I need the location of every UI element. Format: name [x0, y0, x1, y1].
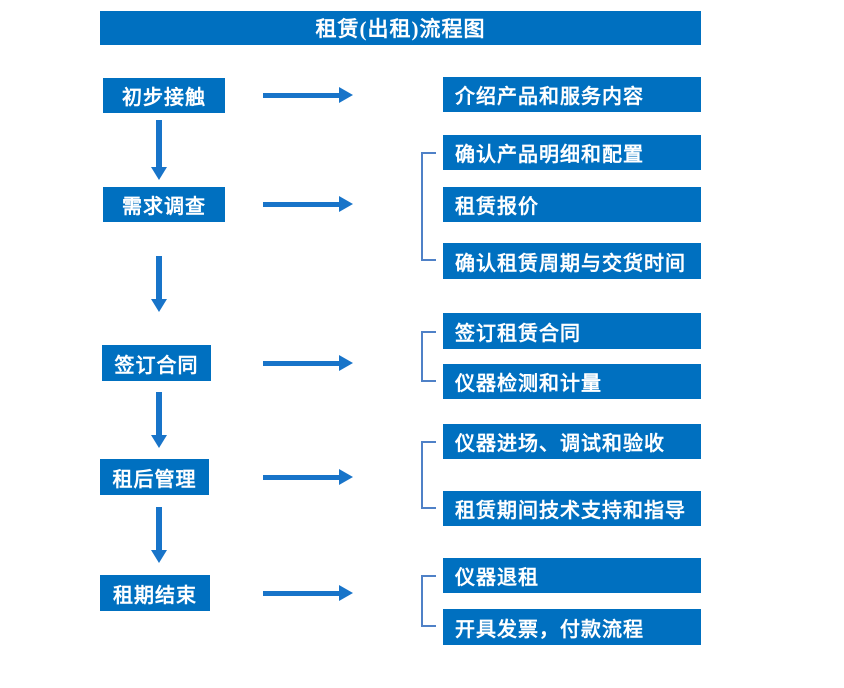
detail-box-rental-quote: 租赁报价: [443, 187, 701, 222]
right-arrow-shaft: [263, 93, 340, 98]
down-arrow-shaft: [156, 256, 162, 299]
down-arrow-3: [151, 392, 167, 448]
bracket-sign-contract-group: [421, 331, 436, 382]
right-arrow-head: [339, 196, 353, 212]
right-arrow-shaft: [263, 475, 340, 480]
down-arrow-shaft: [156, 507, 162, 550]
detail-box-tech-support: 租赁期间技术支持和指导: [443, 491, 701, 526]
right-arrow-head: [339, 469, 353, 485]
detail-box-instrument-return: 仪器退租: [443, 558, 701, 593]
detail-box-confirm-product-details: 确认产品明细和配置: [443, 135, 701, 170]
bracket-demand-survey-group: [421, 152, 436, 261]
bracket-post-rental-group: [421, 441, 436, 509]
down-arrow-shaft: [156, 392, 162, 435]
down-arrow-4: [151, 507, 167, 563]
right-arrow-shaft: [263, 361, 340, 366]
down-arrow-head: [151, 299, 167, 312]
down-arrow-shaft: [156, 120, 162, 167]
right-arrow-3: [263, 355, 353, 371]
down-arrow-head: [151, 550, 167, 563]
flowchart-title: 租赁(出租)流程图: [100, 11, 701, 45]
right-arrow-2: [263, 196, 353, 212]
right-arrow-head: [339, 87, 353, 103]
right-arrow-head: [339, 585, 353, 601]
right-arrow-5: [263, 585, 353, 601]
detail-box-introduce-products: 介绍产品和服务内容: [443, 77, 701, 112]
right-arrow-shaft: [263, 591, 340, 596]
down-arrow-head: [151, 167, 167, 180]
step-box-initial-contact: 初步接触: [103, 78, 225, 113]
right-arrow-1: [263, 87, 353, 103]
detail-box-sign-rental-contract: 签订租赁合同: [443, 313, 701, 349]
detail-box-instrument-setup-acceptance: 仪器进场、调试和验收: [443, 424, 701, 459]
step-box-demand-survey: 需求调查: [103, 187, 225, 222]
detail-box-confirm-rental-period: 确认租赁周期与交货时间: [443, 243, 701, 279]
step-box-rental-end: 租期结束: [100, 575, 210, 611]
down-arrow-head: [151, 435, 167, 448]
step-box-sign-contract: 签订合同: [102, 345, 211, 381]
detail-box-instrument-testing: 仪器检测和计量: [443, 364, 701, 399]
down-arrow-2: [151, 256, 167, 312]
right-arrow-head: [339, 355, 353, 371]
bracket-rental-end-group: [421, 575, 436, 627]
right-arrow-4: [263, 469, 353, 485]
down-arrow-1: [151, 120, 167, 180]
step-box-post-rental-management: 租后管理: [100, 459, 209, 495]
right-arrow-shaft: [263, 202, 340, 207]
detail-box-invoice-payment: 开具发票，付款流程: [443, 609, 701, 645]
